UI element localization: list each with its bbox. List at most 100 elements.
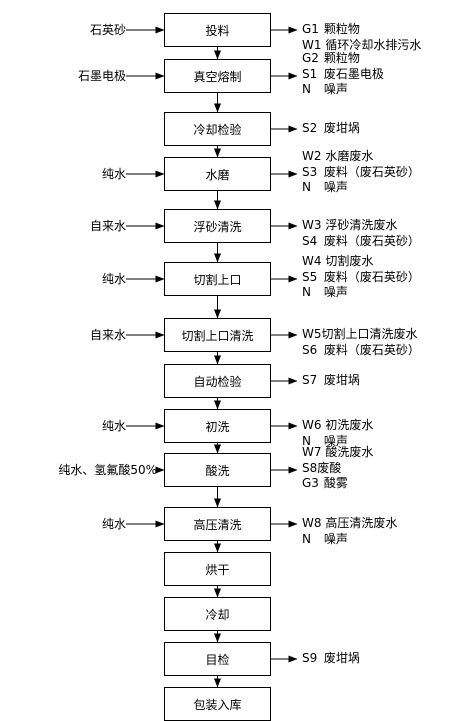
output-code: S6 bbox=[302, 342, 318, 357]
output-code: S2 bbox=[302, 121, 318, 136]
process-step-box: 酸洗 bbox=[164, 453, 271, 487]
output-item: S8废酸 bbox=[302, 461, 373, 477]
output-item: W8 高压清洗废水 bbox=[302, 516, 397, 532]
output-code: N bbox=[302, 285, 311, 300]
process-step-box: 切割上口清洗 bbox=[164, 318, 271, 352]
output-code: N bbox=[302, 82, 311, 97]
process-step-label: 烘干 bbox=[205, 562, 230, 577]
input-material-label: 纯水 bbox=[101, 419, 126, 433]
output-text: 水磨废水 bbox=[321, 149, 374, 164]
output-item: S7 废坩埚 bbox=[302, 373, 360, 389]
process-step-label: 投料 bbox=[205, 23, 230, 38]
input-material-label: 纯水、氢氟酸50% bbox=[58, 463, 157, 477]
output-text: 颗粒物 bbox=[320, 51, 360, 66]
process-step-box: 浮砂清洗 bbox=[164, 209, 271, 243]
process-step-label: 切割上口清洗 bbox=[181, 328, 254, 343]
output-text: 噪声 bbox=[320, 285, 348, 300]
process-step-label: 浮砂清洗 bbox=[193, 219, 242, 234]
output-text: 废坩埚 bbox=[320, 651, 360, 666]
output-item: G3 酸雾 bbox=[302, 476, 373, 492]
output-text: 废料（废石英砂） bbox=[320, 164, 420, 179]
process-step-box: 冷却 bbox=[164, 597, 271, 631]
process-step-box: 目检 bbox=[164, 642, 271, 676]
output-code: G2 bbox=[302, 51, 319, 66]
output-code: N bbox=[302, 531, 311, 546]
process-step-label: 高压清洗 bbox=[193, 517, 242, 532]
output-item: N 噪声 bbox=[302, 180, 420, 196]
output-item: S2 废坩埚 bbox=[302, 121, 360, 137]
output-text: 噪声 bbox=[320, 180, 348, 195]
output-item: W4 切割废水 bbox=[302, 254, 420, 270]
output-text: 废料（废石英砂） bbox=[320, 233, 420, 248]
output-code: S3 bbox=[302, 164, 318, 179]
output-code: S1 bbox=[302, 66, 318, 81]
output-text: 废酸 bbox=[317, 460, 342, 475]
output-item: W6 初洗废水 bbox=[302, 418, 373, 434]
output-item: W7 酸洗废水 bbox=[302, 445, 373, 461]
output-item: G1 颗粒物 bbox=[302, 22, 421, 38]
input-material-label: 石英砂 bbox=[89, 23, 126, 37]
output-item: W5切割上口清洗废水 bbox=[302, 327, 420, 343]
output-code: S7 bbox=[302, 373, 318, 388]
output-text: 噪声 bbox=[320, 82, 348, 97]
process-step-box: 自动检验 bbox=[164, 364, 271, 398]
output-emissions-block: S9 废坩埚 bbox=[302, 651, 360, 667]
output-item: N 噪声 bbox=[302, 285, 420, 301]
output-text: 浮砂清洗废水 bbox=[321, 218, 398, 233]
output-code: W1 bbox=[302, 37, 322, 52]
output-emissions-block: S2 废坩埚 bbox=[302, 121, 360, 137]
input-material-label: 石墨电极 bbox=[77, 69, 126, 83]
output-code: W6 bbox=[302, 418, 322, 433]
process-step-label: 水磨 bbox=[205, 167, 230, 182]
output-text: 颗粒物 bbox=[320, 22, 360, 37]
output-item: S9 废坩埚 bbox=[302, 651, 360, 667]
output-text: 循环冷却水排污水 bbox=[321, 37, 422, 52]
output-item: G2 颗粒物 bbox=[302, 51, 384, 67]
output-code: W3 bbox=[302, 218, 322, 233]
output-item: S1 废石墨电极 bbox=[302, 67, 384, 83]
output-text: 噪声 bbox=[320, 433, 348, 448]
output-text: 废料（废石英砂） bbox=[320, 342, 420, 357]
process-step-box: 包装入库 bbox=[164, 687, 271, 721]
output-text: 高压清洗废水 bbox=[321, 516, 398, 531]
process-step-label: 初洗 bbox=[205, 419, 230, 434]
output-code: W2 bbox=[302, 149, 322, 164]
output-text: 噪声 bbox=[320, 531, 348, 546]
output-code: N bbox=[302, 433, 311, 448]
process-step-label: 真空熔制 bbox=[193, 69, 242, 84]
input-material-label: 自来水 bbox=[89, 219, 126, 233]
output-item: W1 循环冷却水排污水 bbox=[302, 38, 421, 54]
process-step-label: 酸洗 bbox=[205, 463, 230, 478]
output-text: 初洗废水 bbox=[321, 418, 374, 433]
process-step-label: 冷却 bbox=[205, 607, 230, 622]
process-step-label: 包装入库 bbox=[193, 697, 242, 712]
process-step-box: 水磨 bbox=[164, 157, 271, 191]
process-step-label: 冷却检验 bbox=[193, 122, 242, 137]
process-step-box: 高压清洗 bbox=[164, 507, 271, 541]
process-step-box: 切割上口 bbox=[164, 262, 271, 296]
output-code: W8 bbox=[302, 516, 322, 531]
input-material-label: 纯水 bbox=[101, 167, 126, 181]
output-item: S3 废料（废石英砂） bbox=[302, 165, 420, 181]
output-item: W3 浮砂清洗废水 bbox=[302, 218, 420, 234]
output-code: G3 bbox=[302, 476, 319, 491]
output-item: N 噪声 bbox=[302, 82, 384, 98]
process-step-box: 烘干 bbox=[164, 552, 271, 586]
process-step-label: 目检 bbox=[205, 652, 230, 667]
output-text: 酸雾 bbox=[320, 476, 348, 491]
output-emissions-block: S7 废坩埚 bbox=[302, 373, 360, 389]
output-item: N 噪声 bbox=[302, 434, 373, 450]
process-step-box: 投料 bbox=[164, 13, 271, 47]
input-material-label: 纯水 bbox=[101, 272, 126, 286]
output-text: 废石墨电极 bbox=[320, 66, 384, 81]
output-item: W2 水磨废水 bbox=[302, 149, 420, 165]
